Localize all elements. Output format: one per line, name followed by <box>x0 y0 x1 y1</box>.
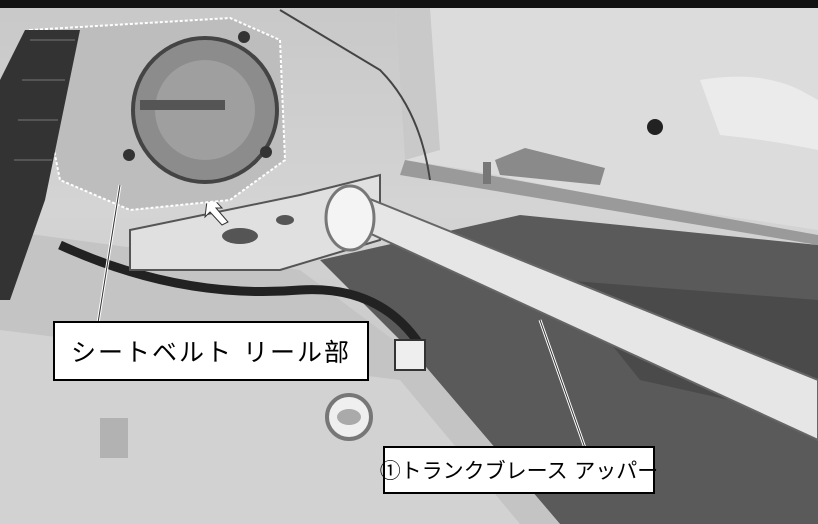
panel-hole <box>647 119 663 135</box>
bolt <box>483 162 491 184</box>
reel-bracket <box>129 173 381 271</box>
wire-harness <box>58 240 424 348</box>
reel-leader-line-core <box>97 184 121 324</box>
top-border <box>0 0 818 8</box>
brace-leader-line-core <box>539 319 586 449</box>
trunk-brace-upper-label: ①トランクブレース アッパー <box>380 446 658 494</box>
seatbelt-reel-label-text: シートベルト リール部 <box>71 338 351 367</box>
felt-pad <box>495 148 605 185</box>
seatbelt-reel-label: シートベルト リール部 <box>53 321 369 381</box>
trunk-brace-upper-label-text: ①トランクブレース アッパー <box>379 459 659 483</box>
seatbelt-webbing <box>0 30 80 300</box>
